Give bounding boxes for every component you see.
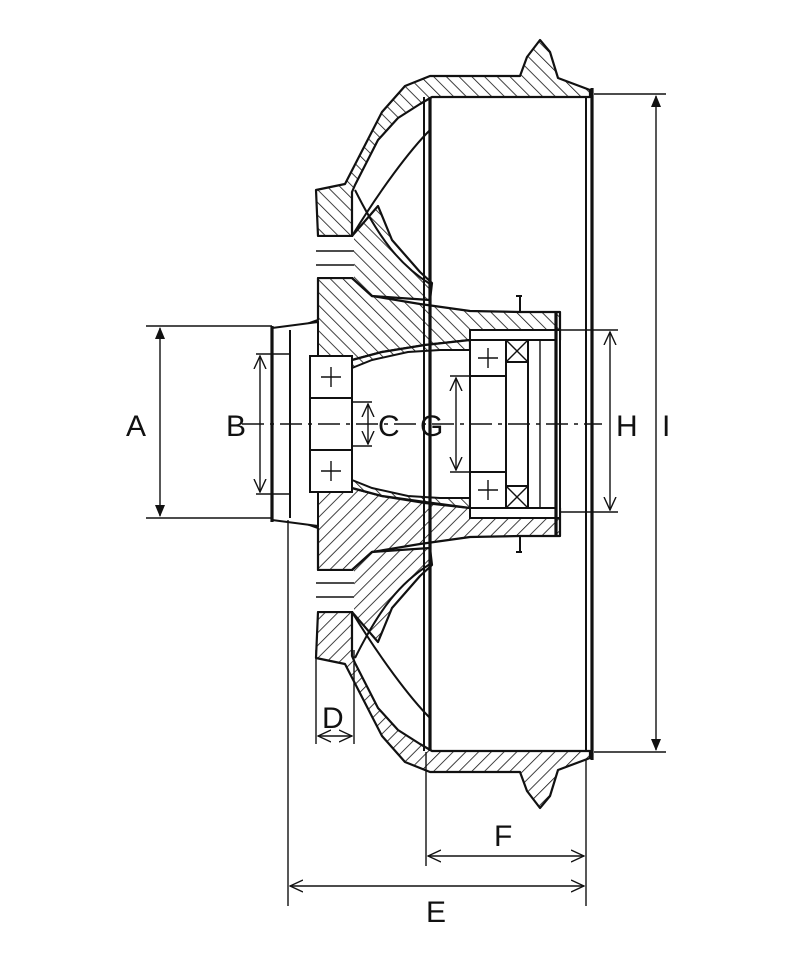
- drum-section-lower: [314, 610, 592, 810]
- rib-upper: [350, 204, 434, 302]
- stud-hole-lower: [316, 571, 354, 611]
- drum-section-upper: [314, 38, 592, 238]
- dimension-i-label: I: [662, 410, 670, 443]
- dimension-g-label: G: [420, 410, 443, 443]
- dimension-d-label: D: [322, 702, 344, 735]
- dimension-f-label: F: [494, 820, 512, 853]
- dimension-c-label: C: [378, 410, 400, 443]
- rib-lower: [350, 546, 434, 644]
- dimension-b-label: B: [226, 410, 246, 443]
- dimension-e-label: E: [426, 896, 446, 929]
- dimension-h-label: H: [616, 410, 638, 443]
- dimension-a-label: A: [126, 410, 146, 443]
- stud-hole-upper: [316, 237, 354, 277]
